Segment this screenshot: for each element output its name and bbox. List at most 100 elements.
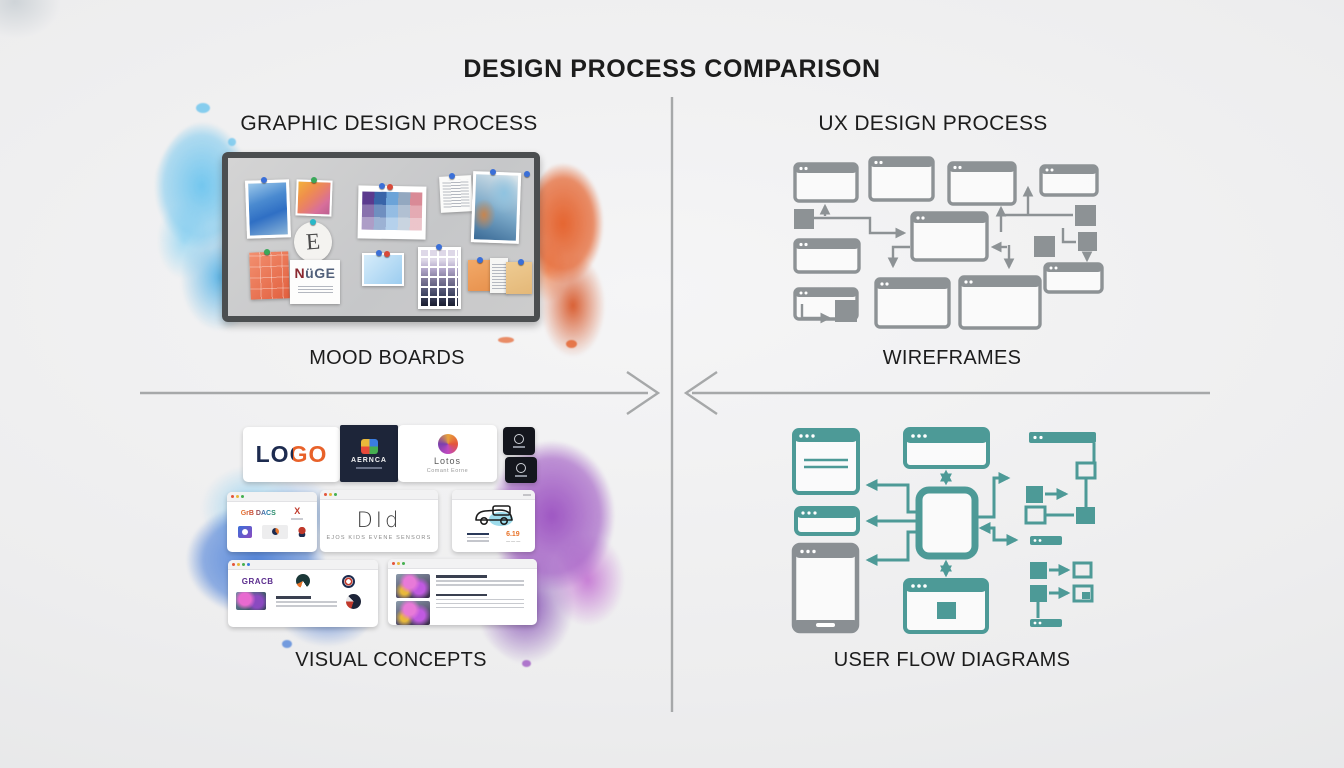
- round-badge-logo-icon: [341, 574, 355, 588]
- moodboard-swatch-blue: [362, 253, 404, 286]
- dia-card: DId Ejos kids evene sensors: [320, 490, 438, 552]
- ux-design-header: UX DESIGN PROCESS: [818, 112, 1048, 135]
- wireframe-window: [868, 156, 935, 202]
- flow-square-outline: [1072, 561, 1093, 579]
- browser-header: [452, 490, 535, 500]
- wireframes-caption: WIREFRAMES: [882, 347, 1022, 369]
- moodboard-swatch-grid: [418, 247, 461, 309]
- photo-thumbnail: [396, 601, 430, 625]
- wireframe-window: [793, 238, 861, 274]
- dark-chip-card: [505, 457, 537, 483]
- crescent-logo-icon: [295, 574, 310, 588]
- browser-header: [388, 559, 537, 569]
- note-text-lines: [442, 179, 470, 209]
- userflow-illustration: [791, 427, 1097, 634]
- ring-logo-icon: [516, 463, 526, 474]
- grb-logo-text: GrB DACS: [240, 509, 276, 517]
- flow-bar: [1029, 432, 1096, 443]
- moodboard-swatch-tan1: [468, 260, 492, 291]
- car-sketch: [452, 500, 535, 529]
- aernca-card: AERNCA: [340, 425, 398, 482]
- flow-window-top: [903, 427, 990, 469]
- traffic-dot-green-icon: [334, 493, 337, 496]
- flow-square-outline: [1024, 505, 1047, 525]
- watercolor-drop: [228, 138, 236, 146]
- moodboard-card-gradient: [295, 179, 333, 217]
- wireframes-illustration: [793, 156, 1104, 330]
- pushpin-icon: [311, 177, 317, 183]
- wireframe-square: [794, 209, 814, 229]
- pushpin-icon: [310, 219, 316, 225]
- dia-wordmark: DId: [356, 508, 402, 532]
- car-sketch-card: 6.19— — —: [452, 490, 535, 552]
- palette-swatches: [361, 191, 423, 231]
- photo-thumbnail: [236, 592, 266, 610]
- article-card: [388, 559, 537, 625]
- moodboard-label-card: [490, 258, 508, 293]
- lotos-tagline: Comant Eorne: [426, 467, 469, 474]
- flow-window-document: [792, 428, 860, 495]
- page-title: DESIGN PROCESS COMPARISON: [463, 54, 881, 83]
- watercolor-drop: [566, 340, 577, 348]
- card-text-lines: [276, 595, 340, 607]
- moodboards-caption: MOOD BOARDS: [309, 347, 465, 369]
- label-text-lines: [492, 262, 506, 289]
- traffic-dot-yellow-icon: [236, 495, 239, 498]
- wireframe-square: [835, 300, 857, 322]
- thumb-circle-icon: [271, 528, 279, 535]
- traffic-dot-green-icon: [242, 563, 245, 566]
- traffic-dot-red-icon: [231, 495, 234, 498]
- pushpin-icon: [477, 257, 483, 263]
- lotos-name: Lotos: [433, 455, 462, 466]
- watercolor-drop: [196, 103, 210, 113]
- pushpin-icon: [264, 249, 270, 255]
- aernca-logo-icon: [360, 438, 378, 454]
- window-controls-icon: [523, 493, 531, 496]
- logo-samples-card: GrB DACS X: [227, 492, 317, 552]
- moodboard-photo-surf: [245, 179, 291, 239]
- typography-text-lines: [297, 284, 333, 293]
- traffic-dot-yellow-icon: [397, 562, 400, 565]
- flow-square: [1076, 507, 1095, 524]
- wireframe-window: [958, 275, 1042, 330]
- watercolor-drop: [522, 660, 531, 667]
- price-tag: 6.19— — —: [506, 531, 520, 543]
- wireframe-square: [1075, 205, 1096, 226]
- moodboard-note: [439, 175, 473, 213]
- traffic-dot-red-icon: [232, 563, 235, 566]
- pushpin-icon: [436, 244, 442, 250]
- wireframe-window: [1043, 262, 1104, 294]
- moodboard-color-palette: [357, 185, 427, 240]
- traffic-dot-green-icon: [402, 562, 405, 565]
- logo-thumb-mark: [298, 526, 306, 537]
- left-arrow-chevron-icon: [626, 371, 661, 415]
- corner-texture: [0, 0, 92, 73]
- chip-text-line: [515, 475, 527, 477]
- flow-square-outline-marked: [1072, 584, 1094, 603]
- visual-concepts-illustration: LOGO AERNCA Lotos Comant Eorne GrB DACS …: [184, 414, 632, 669]
- flow-bar: [1030, 619, 1062, 627]
- pushpin-icon: [518, 259, 524, 265]
- traffic-dot-red-icon: [392, 562, 395, 565]
- car-doodle-icon: [474, 505, 513, 526]
- spec-text-lines: [466, 532, 489, 542]
- flow-bar: [1030, 536, 1062, 545]
- lotos-card: Lotos Comant Eorne: [398, 425, 497, 482]
- ring-logo-icon: [514, 434, 524, 445]
- traffic-dot-red-icon: [324, 493, 327, 496]
- browser-header: [227, 492, 317, 502]
- aernca-name: AERNCA: [351, 456, 387, 464]
- graphic-design-header: GRAPHIC DESIGN PROCESS: [240, 112, 538, 135]
- pushpin-icon: [261, 177, 267, 183]
- traffic-dot-blue-icon: [247, 563, 250, 566]
- dark-badge-logo-icon: [346, 593, 361, 609]
- article-text-lines: [436, 574, 529, 625]
- flow-connectors: [865, 443, 1096, 618]
- wireframe-window: [874, 277, 951, 329]
- flow-square-outline: [1075, 461, 1097, 480]
- article-photos: [396, 574, 430, 625]
- wireframe-window-central: [910, 211, 989, 262]
- swatch-grid-cells: [421, 250, 458, 306]
- x-tagline-line: [291, 518, 304, 520]
